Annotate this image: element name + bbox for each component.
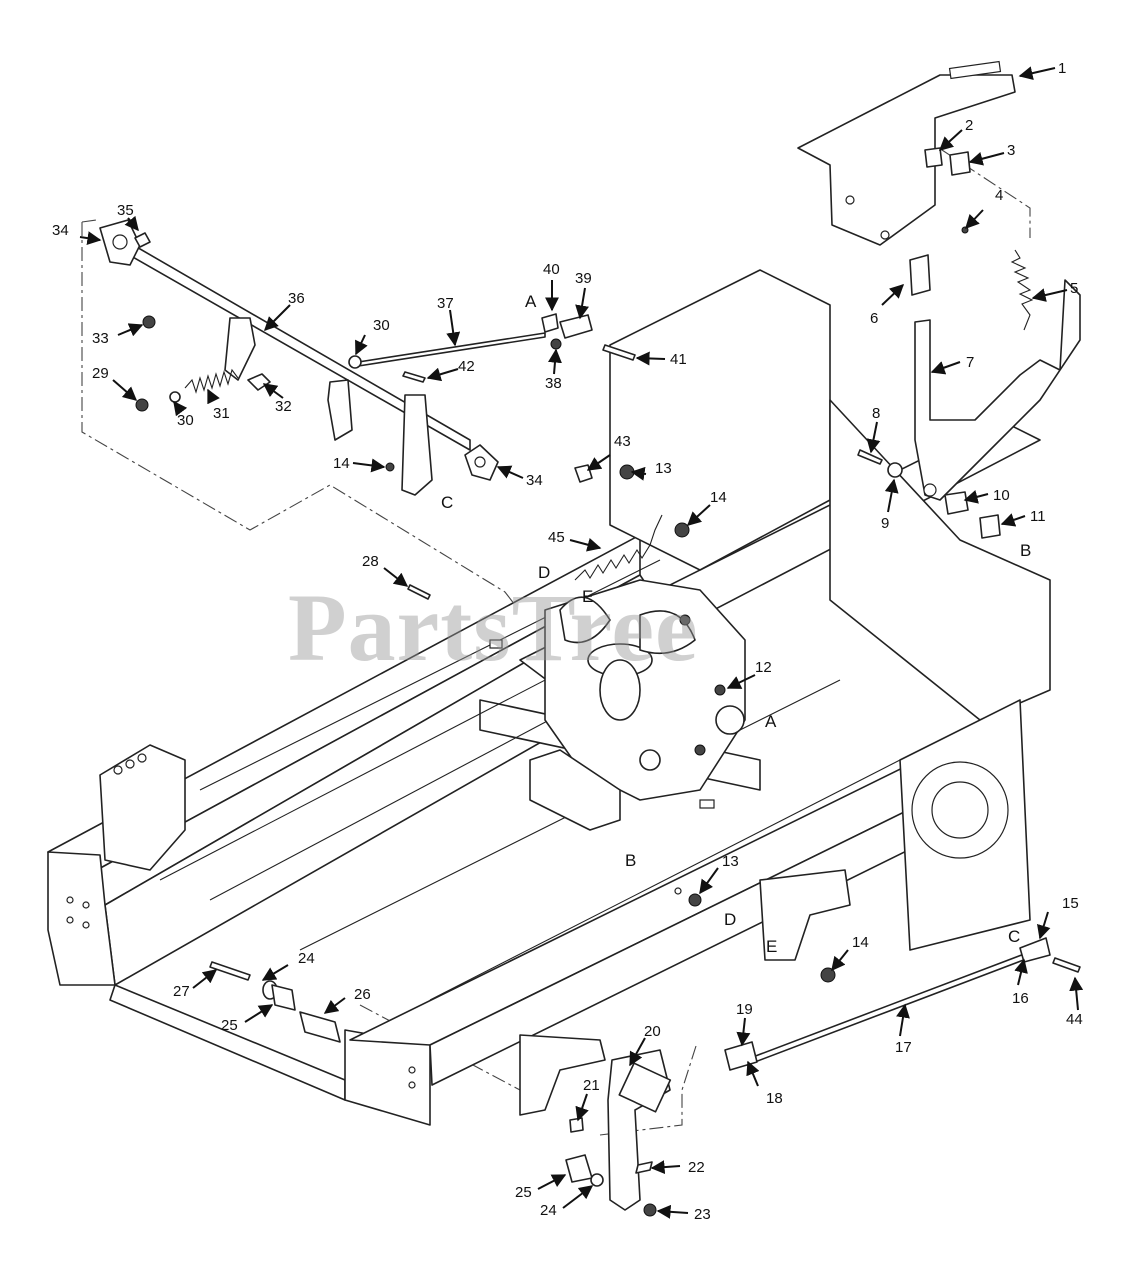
- callout-45: 45: [548, 529, 565, 546]
- ref-letter-c-bottom: C: [1008, 927, 1020, 946]
- callout-13b: 13: [722, 853, 739, 870]
- callout-39: 39: [575, 270, 592, 287]
- callout-31: 31: [213, 405, 230, 422]
- ref-letter-e-bottom: E: [766, 937, 777, 956]
- callout-4: 4: [995, 187, 1003, 204]
- callout-21: 21: [583, 1077, 600, 1094]
- callout-12: 12: [755, 659, 772, 676]
- callout-23: 23: [694, 1206, 711, 1223]
- spring-and-hardware: [407, 514, 836, 983]
- callout-29: 29: [92, 365, 109, 382]
- brake-lever-assembly: [797, 60, 1081, 539]
- callout-1: 1: [1058, 60, 1066, 77]
- callout-44: 44: [1066, 1011, 1083, 1028]
- callout-9: 9: [881, 515, 889, 532]
- callout-24b: 24: [540, 1202, 557, 1219]
- ref-letter-e-top: E: [582, 587, 593, 606]
- callout-27: 27: [173, 983, 190, 1000]
- callout-20: 20: [644, 1023, 661, 1040]
- callout-18: 18: [766, 1090, 783, 1107]
- callout-13a: 13: [655, 460, 672, 477]
- callout-43: 43: [614, 433, 631, 450]
- callout-17: 17: [895, 1039, 912, 1056]
- ref-letter-a-top: A: [525, 292, 537, 311]
- callout-40: 40: [543, 261, 560, 278]
- callout-41: 41: [670, 351, 687, 368]
- callout-6: 6: [870, 310, 878, 327]
- callout-10: 10: [993, 487, 1010, 504]
- ref-letter-b-top: B: [1020, 541, 1031, 560]
- callout-5: 5: [1070, 280, 1078, 297]
- callout-16: 16: [1012, 990, 1029, 1007]
- ref-letter-c-top: C: [441, 493, 453, 512]
- callout-14a: 14: [710, 489, 727, 506]
- callout-26: 26: [354, 986, 371, 1003]
- callout-8: 8: [872, 405, 880, 422]
- callout-34a: 34: [52, 222, 69, 239]
- callout-2: 2: [965, 117, 973, 134]
- callout-arrows: [79, 66, 1084, 1219]
- ref-letter-d-bottom: D: [724, 910, 736, 929]
- callout-15: 15: [1062, 895, 1079, 912]
- callout-30b: 30: [177, 412, 194, 429]
- ref-letter-a-bottom: A: [765, 712, 777, 731]
- hydro-transmission: [529, 579, 746, 831]
- callout-25b: 25: [515, 1184, 532, 1201]
- callout-34b: 34: [526, 472, 543, 489]
- callout-11: 11: [1030, 508, 1046, 525]
- callout-33: 33: [92, 330, 109, 347]
- callout-labels: 1 2 3 4 5 6 7 8 9 10 11 12 13 14 14 13 1…: [52, 60, 1083, 1223]
- callout-38: 38: [545, 375, 562, 392]
- callout-19: 19: [736, 1001, 753, 1018]
- callout-7: 7: [966, 354, 974, 371]
- callout-32: 32: [275, 398, 292, 415]
- callout-37: 37: [437, 295, 454, 312]
- callout-42: 42: [458, 358, 475, 375]
- reference-letters: A A B B C C D D E E: [441, 292, 1031, 956]
- control-shaft-assembly: [99, 219, 690, 538]
- ref-letter-b-bottom: B: [625, 851, 636, 870]
- callout-35: 35: [117, 202, 134, 219]
- callout-28: 28: [362, 553, 379, 570]
- callout-24a: 24: [298, 950, 315, 967]
- callout-14c: 14: [852, 934, 869, 951]
- ref-letter-d-top: D: [538, 563, 550, 582]
- callout-14b: 14: [333, 455, 350, 472]
- callout-3: 3: [1007, 142, 1015, 159]
- callout-36: 36: [288, 290, 305, 307]
- callout-22: 22: [688, 1159, 705, 1176]
- callout-30a: 30: [373, 317, 390, 334]
- callout-25a: 25: [221, 1017, 238, 1034]
